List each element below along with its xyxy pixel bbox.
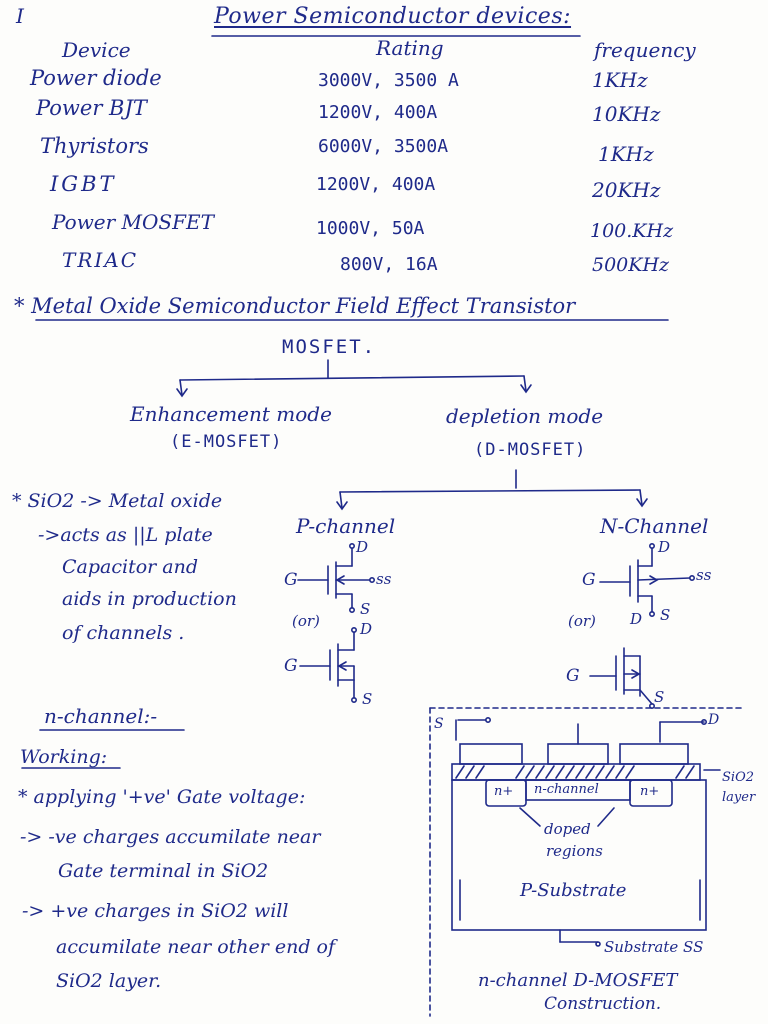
gate-label: G xyxy=(582,570,596,590)
device-cell: IGBT xyxy=(50,172,117,196)
frequency-cell: 20KHz xyxy=(592,178,661,202)
sio2-label: SiO2 xyxy=(722,770,754,785)
n-channel-label: N-Channel xyxy=(600,514,709,538)
rating-cell: 3000V, 3500 A xyxy=(318,70,459,91)
drain-label: D xyxy=(630,610,643,628)
drain-label: D xyxy=(356,538,369,556)
sio2-note-line: ->acts as ||L plate xyxy=(38,524,213,546)
gate-label: G xyxy=(566,666,580,686)
arrow-head-right xyxy=(520,384,532,394)
construction-caption-2: Construction. xyxy=(544,994,662,1014)
tree2-left-arrow xyxy=(339,491,343,509)
working-subheading: Working: xyxy=(20,746,108,768)
sio2-note-line: * SiO2 -> Metal oxide xyxy=(12,490,223,512)
arrow-head-right-2 xyxy=(636,498,648,508)
working-line: SiO2 layer. xyxy=(56,970,162,992)
substrate-ss-label: Substrate SS xyxy=(604,938,704,956)
working-line: accumilate near other end of xyxy=(56,936,336,958)
construction-diagram xyxy=(451,716,721,947)
tree-right-arrow xyxy=(523,375,527,392)
enhancement-mode-abbr: (E-MOSFET) xyxy=(170,432,283,452)
rating-cell: 1200V, 400A xyxy=(316,174,436,195)
rating-cell: 800V, 16A xyxy=(340,254,438,275)
header-rating: Rating xyxy=(376,36,444,60)
working-line: * applying '+ve' Gate voltage: xyxy=(18,786,306,808)
or-label: (or) xyxy=(292,612,320,630)
construction-source-label: S xyxy=(434,716,444,732)
device-cell: TRIAC xyxy=(62,248,139,272)
source-label: S xyxy=(660,606,671,624)
layer-label: layer xyxy=(722,790,756,805)
frequency-cell: 100.KHz xyxy=(590,220,674,242)
regions-label: regions xyxy=(546,842,603,860)
arrow-head-left xyxy=(176,388,188,398)
header-frequency: frequency xyxy=(594,38,696,62)
source-label: S xyxy=(654,688,665,706)
tree-left-arrow xyxy=(179,379,183,396)
frequency-cell: 1KHz xyxy=(598,142,654,166)
device-cell: Thyristors xyxy=(40,134,149,158)
frequency-cell: 500KHz xyxy=(592,254,670,276)
p-channel-symbol-1 xyxy=(297,542,375,613)
mosfet-title: MOSFET. xyxy=(282,336,377,358)
tree2-right-arrow xyxy=(639,489,643,506)
n-channel-symbol-2 xyxy=(589,647,655,709)
enhancement-mode-label: Enhancement mode xyxy=(130,402,332,426)
n-plus-left-label: n+ xyxy=(494,784,514,799)
n-channel-symbol-1 xyxy=(599,542,695,617)
arrow-head-left-2 xyxy=(336,501,348,511)
page-numeral: I xyxy=(16,4,24,28)
frequency-cell: 1KHz xyxy=(592,68,648,92)
or-label: (or) xyxy=(568,612,596,630)
ss-label: ss xyxy=(376,570,392,588)
gate-label: G xyxy=(284,656,298,676)
construction-caption-1: n-channel D-MOSFET xyxy=(478,970,678,991)
sio2-note-line: Capacitor and xyxy=(62,556,198,578)
n-channel-region-label: n-channel xyxy=(534,782,599,797)
mosfet-heading: * Metal Oxide Semiconductor Field Effect… xyxy=(14,294,576,318)
rating-cell: 1200V, 400A xyxy=(318,102,438,123)
depletion-mode-label: depletion mode xyxy=(446,404,604,428)
gate-label: G xyxy=(284,570,298,590)
rating-cell: 6000V, 3500A xyxy=(318,136,449,157)
doped-label: doped xyxy=(544,820,591,838)
p-channel-label: P-channel xyxy=(296,514,396,538)
working-line: Gate terminal in SiO2 xyxy=(58,860,269,882)
source-label: S xyxy=(360,600,371,618)
ss-label: ss xyxy=(696,566,712,584)
working-heading: n-channel:- xyxy=(44,704,158,728)
device-cell: Power BJT xyxy=(36,96,147,120)
frequency-cell: 10KHz xyxy=(592,102,661,126)
sio2-note-line: aids in production xyxy=(62,588,237,610)
p-substrate-label: P-Substrate xyxy=(520,880,627,901)
n-plus-right-label: n+ xyxy=(640,784,660,799)
sio2-note-line: of channels . xyxy=(62,622,185,644)
depletion-mode-abbr: (D-MOSFET) xyxy=(474,440,587,460)
tree-branch xyxy=(179,375,525,381)
construction-drain-label: D xyxy=(708,712,720,728)
p-channel-symbol-2 xyxy=(299,626,357,703)
tree2-branch xyxy=(339,489,641,493)
device-cell: Power MOSFET xyxy=(52,210,214,234)
source-label: S xyxy=(362,690,373,708)
working-line: -> -ve charges accumilate near xyxy=(20,826,321,848)
device-cell: Power diode xyxy=(30,66,162,90)
rating-cell: 1000V, 50A xyxy=(316,218,425,239)
header-device: Device xyxy=(62,38,131,62)
page-title: Power Semiconductor devices: xyxy=(214,4,572,29)
drain-label: D xyxy=(360,620,373,638)
drain-label: D xyxy=(658,538,671,556)
working-line: -> +ve charges in SiO2 will xyxy=(22,900,289,922)
